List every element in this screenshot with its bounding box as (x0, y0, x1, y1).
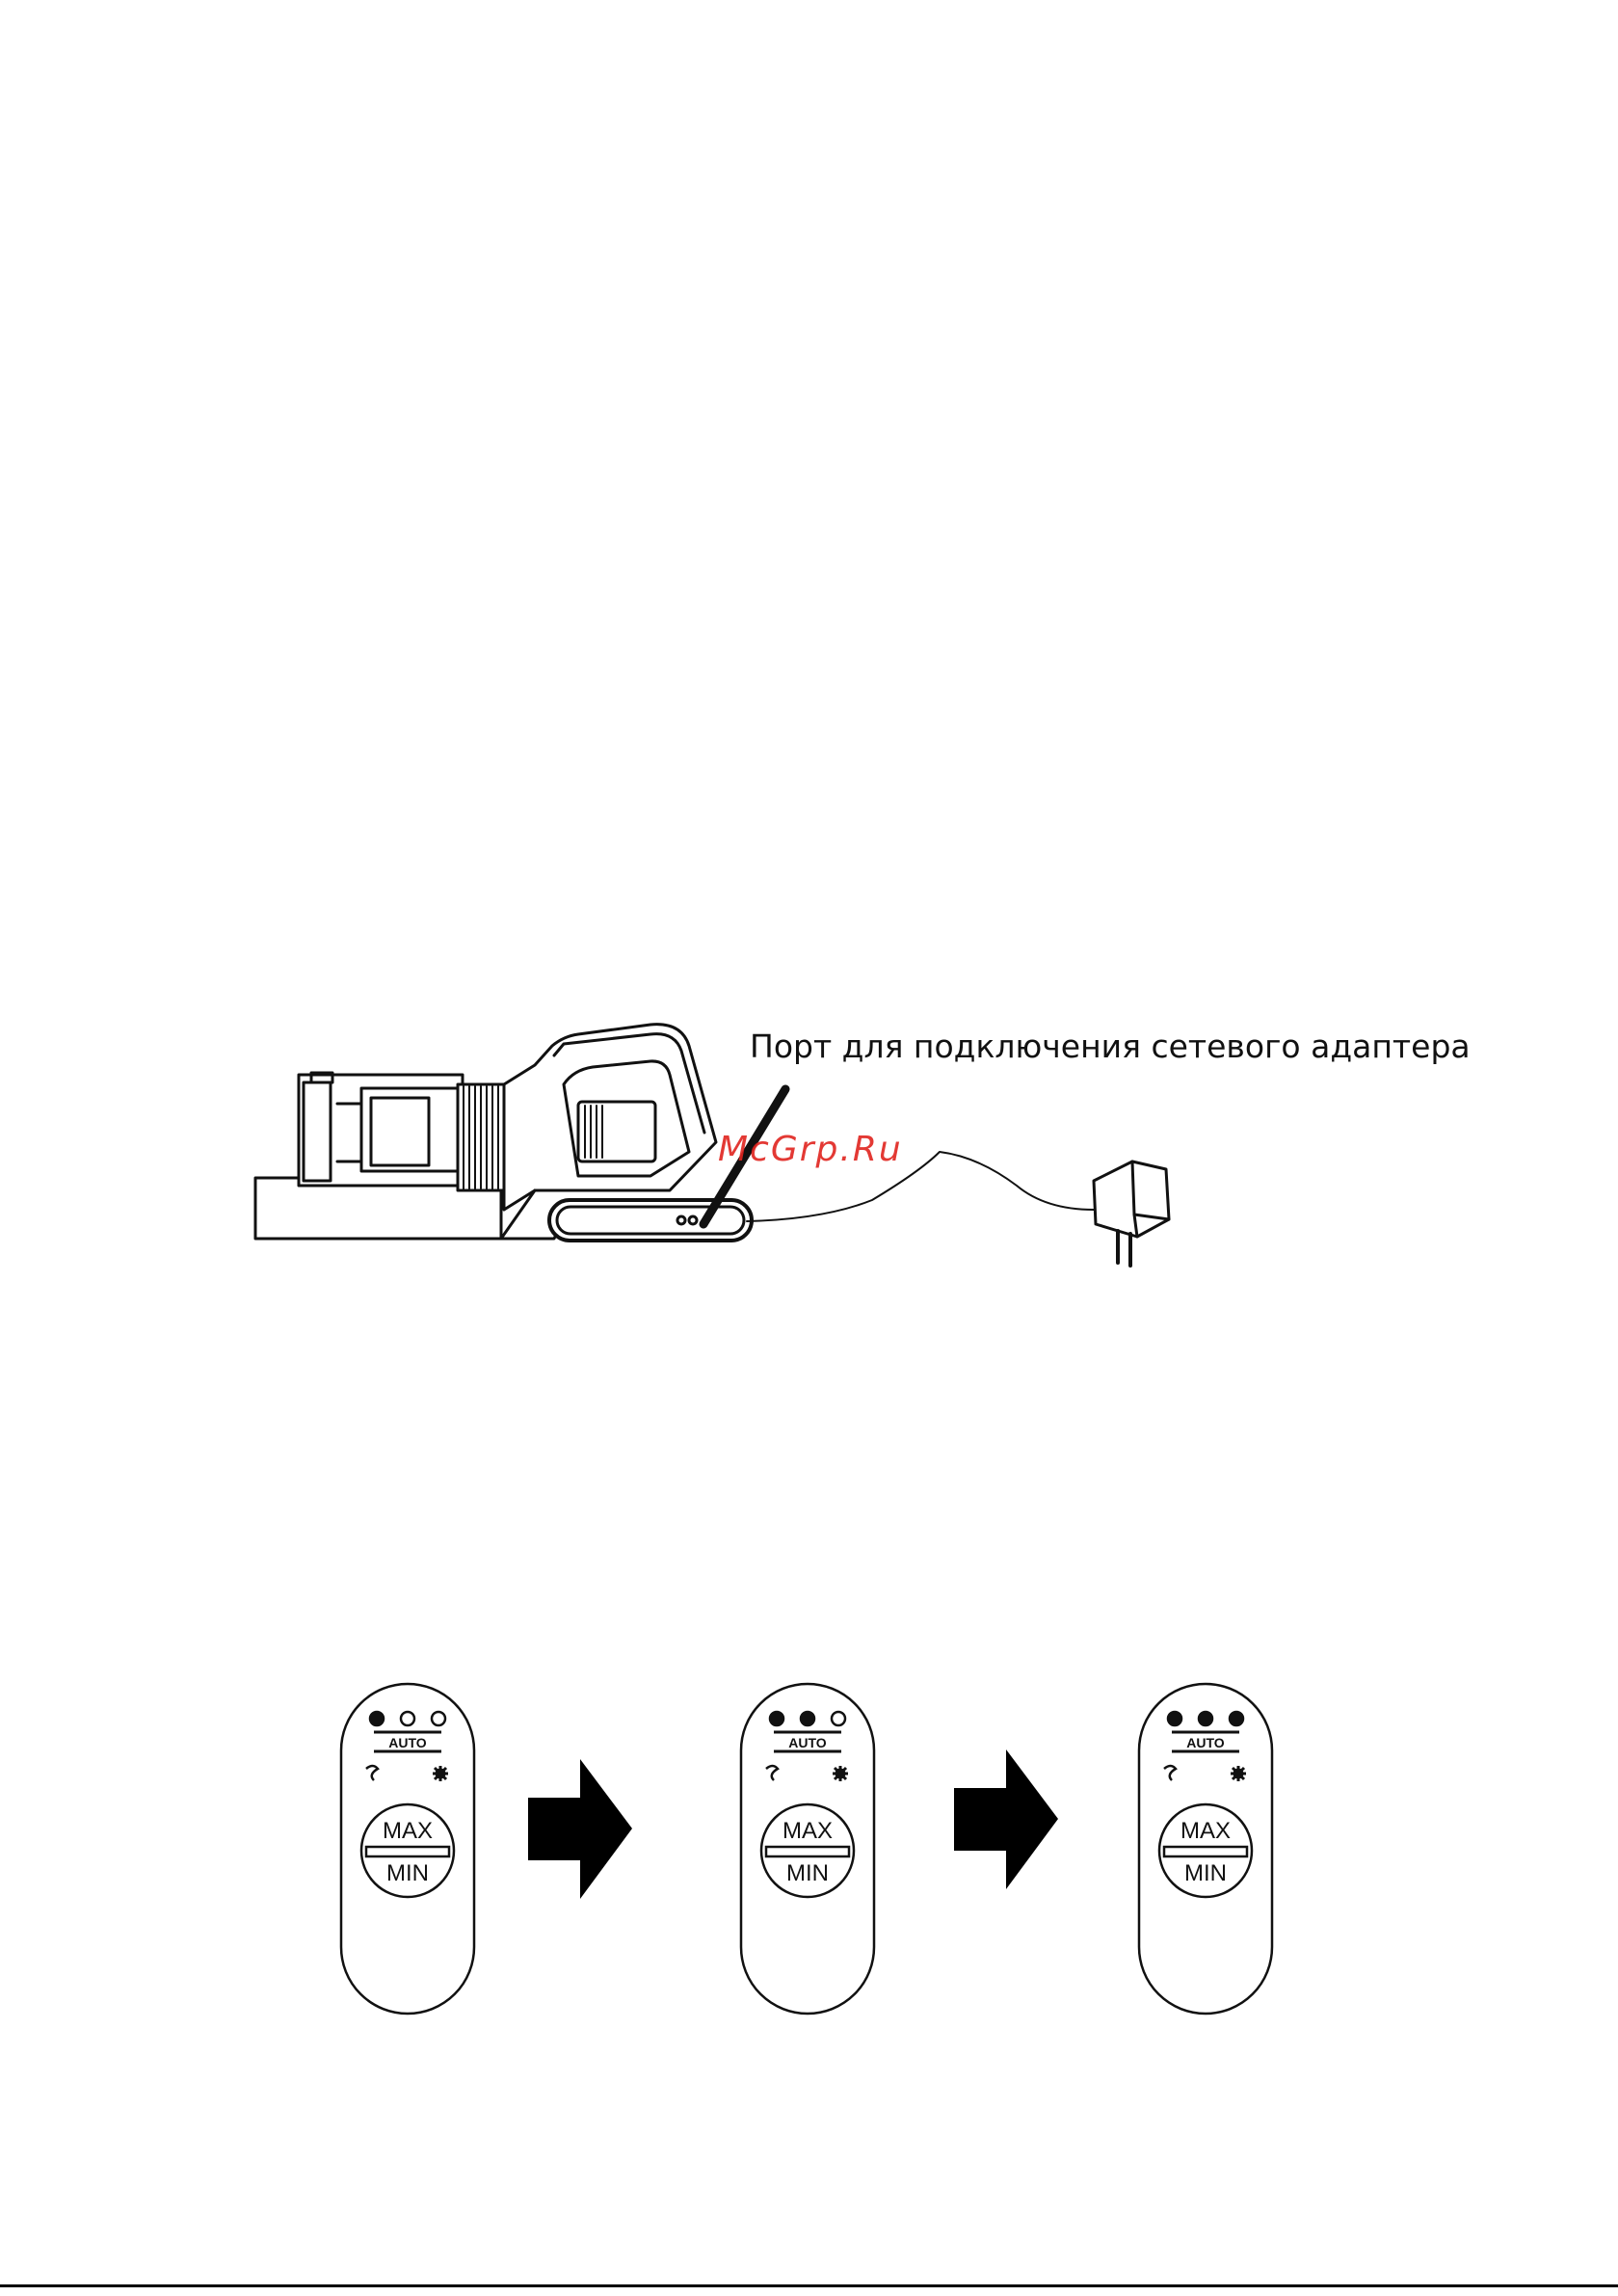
indicator-led-1 (1168, 1712, 1181, 1725)
min-label: MIN (1184, 1860, 1227, 1886)
auto-label: AUTO (1186, 1735, 1225, 1750)
control-panel-2: AUTO MAX MIN (739, 1682, 876, 2016)
indicator-led-3 (1230, 1712, 1243, 1725)
brush-icon (833, 1766, 848, 1781)
brush-icon (1231, 1766, 1246, 1781)
auto-label: AUTO (788, 1735, 827, 1750)
indicator-led-2 (801, 1712, 814, 1725)
min-label: MIN (386, 1860, 429, 1886)
brush-icon (433, 1766, 448, 1781)
right-arrow-icon (528, 1759, 632, 1899)
control-panel-3: AUTO MAX MIN (1137, 1682, 1274, 2016)
auto-label: AUTO (388, 1735, 427, 1750)
max-label: MAX (782, 1818, 833, 1844)
max-label: MAX (383, 1818, 433, 1844)
control-panel-3-drawing: AUTO MAX MIN (1137, 1682, 1274, 2016)
watermark: McGrp.Ru (718, 1130, 903, 1169)
indicator-led-1 (370, 1712, 384, 1725)
indicator-led-1 (770, 1712, 783, 1725)
indicator-led-2 (1199, 1712, 1212, 1725)
charging-port-caption: Порт для подключения сетевого адаптера (750, 1028, 1471, 1065)
min-label: MIN (786, 1860, 829, 1886)
control-panel-1-drawing: AUTO MAX MIN (339, 1682, 476, 2016)
right-arrow-icon (954, 1749, 1058, 1889)
control-panel-1: AUTO MAX MIN (339, 1682, 476, 2016)
page-bottom-rule (0, 2284, 1618, 2287)
max-label: MAX (1180, 1818, 1231, 1844)
control-panel-2-drawing: AUTO MAX MIN (739, 1682, 876, 2016)
